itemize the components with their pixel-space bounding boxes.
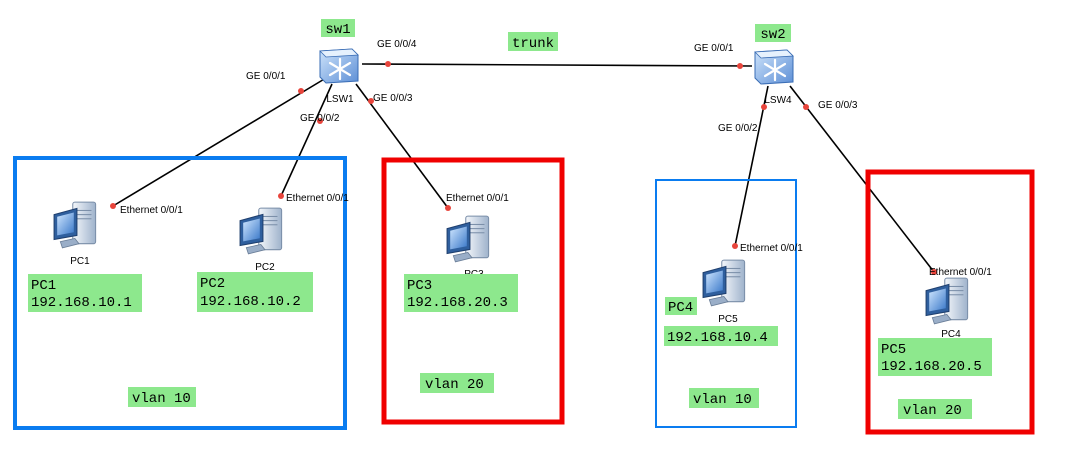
pc4-tag: PC5 (881, 342, 906, 358)
pc-icon (925, 277, 969, 325)
pc-pc5[interactable]: Ethernet 0/0/1 PC5 PC4 192.168.10.4 (664, 243, 803, 346)
pc-pc1[interactable]: Ethernet 0/0/1 PC1 PC1 192.168.10.1 (28, 201, 183, 312)
link-sw1-pc2 (280, 83, 333, 197)
port-dot (110, 203, 116, 209)
pc1-tag: PC1 (31, 278, 56, 294)
links-group (112, 63, 935, 273)
pc3-tag: PC3 (407, 278, 432, 294)
pc2-tag: PC2 (200, 276, 225, 292)
sw1-tag: sw1 (325, 22, 350, 38)
pc4-tag-bg (878, 338, 992, 376)
port-dot (368, 98, 374, 104)
pc5-ip-bg (664, 326, 778, 346)
sw1-port-ge1: GE 0/0/1 (246, 71, 286, 82)
pc4-ip: 192.168.20.5 (881, 359, 982, 375)
switch-sw1[interactable]: sw1 LSW1 (318, 19, 360, 105)
sw2-tag: sw2 (760, 27, 785, 43)
sw2-port-ge3: GE 0/0/3 (818, 100, 858, 111)
pc-icon (446, 215, 490, 263)
switch-sw2[interactable]: sw2 LSW4 (753, 24, 795, 106)
pc2-ip: 192.168.10.2 (200, 294, 301, 310)
vlan-a-label-bg (128, 387, 196, 407)
vlan-b-box (381, 157, 565, 425)
port-dot (803, 104, 809, 110)
vlan-c-label-bg (689, 388, 759, 408)
link-sw2-pc4 (789, 85, 935, 273)
port-dot (385, 61, 391, 67)
pc1-ip: 192.168.10.1 (31, 295, 132, 311)
pc5-tag: PC4 (668, 300, 693, 316)
pc5-caption: PC5 (718, 314, 738, 325)
port-dot (761, 104, 767, 110)
pc3-port: Ethernet 0/0/1 (446, 193, 509, 204)
port-dot (931, 269, 937, 275)
pc4-port: Ethernet 0/0/1 (929, 267, 992, 278)
port-dots (110, 61, 937, 275)
port-dot (317, 118, 323, 124)
vlan-d-label: vlan 20 (903, 403, 962, 419)
pc1-caption: PC1 (70, 256, 90, 267)
pc1-tag-bg (28, 274, 142, 312)
pc3-ip: 192.168.20.3 (407, 295, 508, 311)
pc3-tag-bg (404, 274, 518, 312)
vlan-b-label-bg (420, 373, 494, 393)
trunk-label-bg (508, 32, 558, 51)
trunk-label: trunk (512, 36, 554, 52)
pc-icon (702, 259, 746, 307)
port-dot (732, 243, 738, 249)
sw1-name: LSW1 (326, 94, 354, 105)
link-sw1-pc1 (112, 77, 327, 207)
link-trunk (361, 63, 753, 67)
sw2-port-ge1: GE 0/0/1 (694, 43, 734, 54)
vlan-b-label: vlan 20 (425, 377, 484, 393)
pc-icon (239, 207, 283, 255)
pc-pc3[interactable]: Ethernet 0/0/1 PC3 PC3 192.168.20.3 (404, 193, 518, 312)
pc2-tag-bg (197, 272, 313, 312)
pc2-port: Ethernet 0/0/1 (286, 193, 349, 204)
switch-icon (318, 47, 360, 85)
pc5-port: Ethernet 0/0/1 (740, 243, 803, 254)
port-dot (278, 193, 284, 199)
sw1-port-ge2: GE 0/0/2 (300, 113, 340, 124)
vlan-c-label: vlan 10 (693, 392, 752, 408)
pc2-caption: PC2 (255, 262, 275, 273)
sw1-tag-bg (321, 19, 355, 37)
vlan-c-box (655, 179, 797, 428)
pc1-port: Ethernet 0/0/1 (120, 205, 183, 216)
pc4-caption: PC4 (941, 329, 961, 340)
sw2-port-ge2: GE 0/0/2 (718, 123, 758, 134)
sw2-name: LSW4 (764, 95, 792, 106)
vlan-d-box (865, 169, 1035, 435)
port-dot (298, 88, 304, 94)
port-dot (445, 205, 451, 211)
link-sw2-pc5 (734, 85, 769, 247)
pc-icon (53, 201, 97, 249)
pc-pc4[interactable]: Ethernet 0/0/1 PC4 PC5 192.168.20.5 (878, 267, 992, 376)
vlan-a-label: vlan 10 (132, 391, 191, 407)
sw1-port-ge3: GE 0/0/3 (373, 93, 413, 104)
vlan-a-box (13, 156, 347, 430)
pc-pc2[interactable]: Ethernet 0/0/1 PC2 PC2 192.168.10.2 (197, 193, 349, 312)
pc5-ip: 192.168.10.4 (667, 330, 768, 346)
switch-icon (753, 48, 795, 86)
vlan-d-label-bg (898, 399, 972, 419)
port-dot (737, 63, 743, 69)
link-sw1-pc3 (355, 83, 449, 209)
pc5-tag-bg (665, 297, 697, 315)
sw2-tag-bg (755, 24, 791, 42)
sw1-port-ge4: GE 0/0/4 (377, 39, 417, 50)
